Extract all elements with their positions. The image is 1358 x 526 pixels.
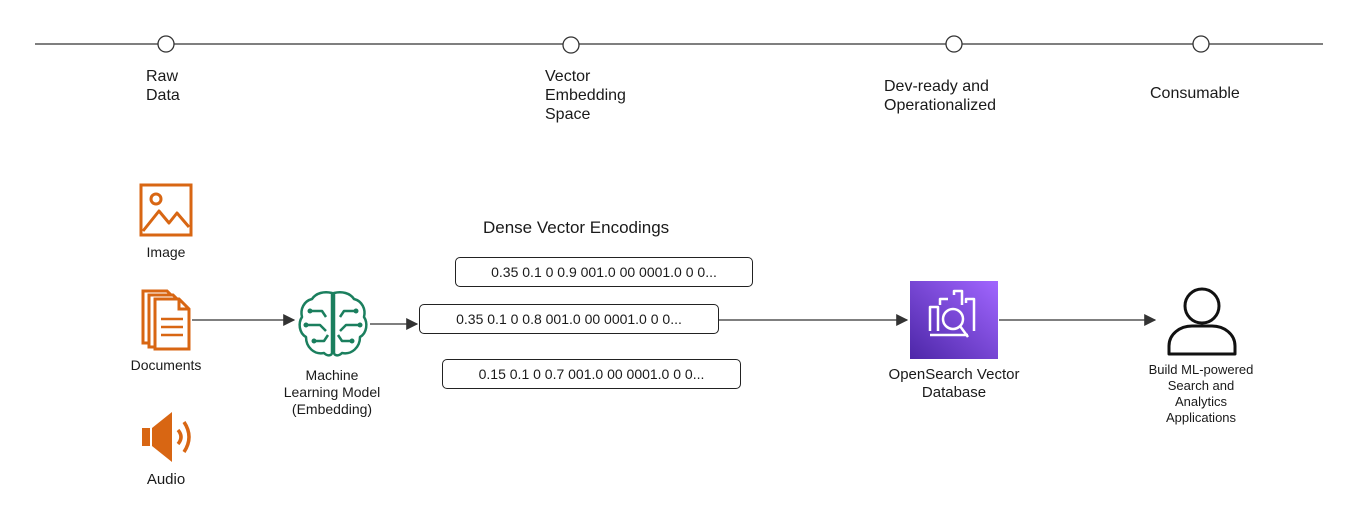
user-icon	[1167, 287, 1237, 356]
timeline-node-raw-data	[157, 35, 175, 53]
encodings-title: Dense Vector Encodings	[483, 218, 670, 237]
image-label: Image	[146, 244, 186, 260]
database-label: OpenSearch Vector Database	[888, 366, 1020, 401]
stage-label-raw-data: Raw Data	[146, 68, 180, 104]
stage-label-dev-ready: Dev-ready and Operationalized	[884, 78, 997, 114]
vector-box-3: 0.15 0.1 0 0.7 001.0 00 0001.0 0 0...	[442, 359, 741, 389]
consumer-label: Build ML-powered Search and Analytics Ap…	[1148, 362, 1254, 425]
model-label: Machine Learning Model (Embedding)	[283, 367, 381, 417]
timeline-node-consumable	[1192, 35, 1210, 53]
opensearch-icon	[910, 281, 998, 359]
brain-circuit-icon	[298, 291, 368, 357]
documents-icon	[141, 289, 191, 351]
timeline-node-dev-ready	[945, 35, 963, 53]
stage-label-consumable: Consumable	[1150, 85, 1240, 102]
speaker-icon	[142, 412, 191, 462]
timeline-node-vector-space	[562, 36, 580, 54]
vector-box-2: 0.35 0.1 0 0.8 001.0 00 0001.0 0 0...	[419, 304, 719, 334]
vector-box-1: 0.35 0.1 0 0.9 001.0 00 0001.0 0 0...	[455, 257, 753, 287]
audio-label: Audio	[146, 471, 186, 488]
image-icon	[139, 183, 193, 237]
documents-label: Documents	[130, 357, 202, 373]
stage-label-vector-space: Vector Embedding Space	[545, 68, 626, 123]
